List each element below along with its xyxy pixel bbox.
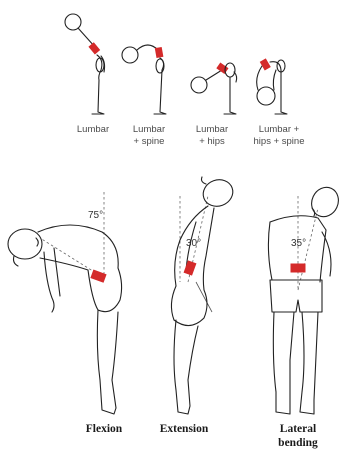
extension-angle: 30° xyxy=(186,238,201,249)
figure-extension: 30° xyxy=(171,176,236,414)
extension-highlight xyxy=(184,261,196,275)
label-lumbar: Lumbar xyxy=(77,124,109,135)
label-lumbar-hips-line2: + hips xyxy=(199,136,225,147)
flexion-angle: 75° xyxy=(88,210,103,221)
stick-figure-lumbar-hips-spine xyxy=(257,59,287,114)
bottom-row-captions: Flexion Extension Lateral bending xyxy=(86,423,318,449)
label-lumbar-spine-line2: + spine xyxy=(134,136,165,147)
lateral-bending-angle: 35° xyxy=(291,238,306,249)
lumbar-hips-spine-highlight xyxy=(260,59,270,70)
caption-bending: bending xyxy=(278,437,318,449)
label-lumbar-hips-line1: Lumbar xyxy=(196,124,228,135)
lateral-bending-highlight xyxy=(291,264,305,272)
lumbar-highlight xyxy=(89,43,99,54)
top-row-labels: Lumbar Lumbar + spine Lumbar + hips Lumb… xyxy=(77,124,305,147)
caption-lateral: Lateral xyxy=(280,423,316,435)
caption-flexion: Flexion xyxy=(86,423,123,435)
lumbar-spine-highlight xyxy=(155,48,162,58)
figure-lateral-bending: 35° xyxy=(268,183,339,414)
label-lumbar-hips-spine-line1: Lumbar + xyxy=(259,124,300,135)
label-lumbar-spine-line1: Lumbar xyxy=(133,124,165,135)
flexion-highlight xyxy=(91,270,106,282)
figure-flexion: 75° xyxy=(8,192,122,414)
stick-figure-lumbar-hips xyxy=(191,63,237,114)
caption-extension: Extension xyxy=(160,423,209,435)
stick-figure-lumbar-spine xyxy=(122,45,166,114)
label-lumbar-hips-spine-line2: hips + spine xyxy=(254,136,305,147)
stick-figure-lumbar xyxy=(65,14,105,114)
